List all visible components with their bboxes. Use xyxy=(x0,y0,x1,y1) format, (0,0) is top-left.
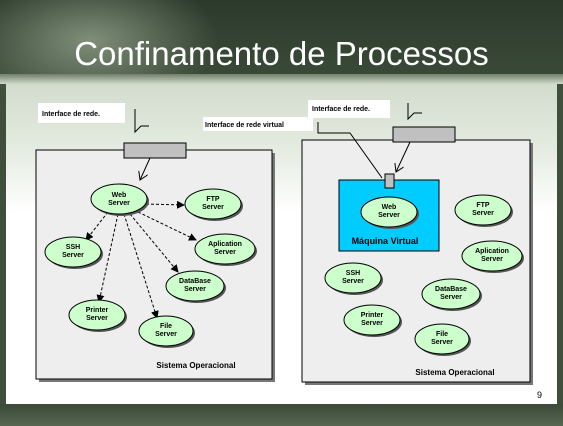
right-aplication-server-line2: Server xyxy=(481,256,503,263)
right-printer-server-line1: Printer xyxy=(361,312,384,319)
left-ssh-server-line2: Server xyxy=(62,252,84,259)
left-web-connections xyxy=(85,200,197,319)
left-aplication-server: Aplication Server xyxy=(194,233,257,266)
right-ssh-server: SSH Server xyxy=(324,262,383,295)
right-web-server: Web Server xyxy=(360,196,419,229)
arrow-web-to-ssh xyxy=(85,211,109,241)
left-os-label: Sistema Operacional xyxy=(156,361,235,370)
left-printer-server-line2: Server xyxy=(86,315,108,322)
arrow-web-to-database xyxy=(129,213,179,273)
left-file-server-line1: File xyxy=(160,323,172,330)
arrow-web-to-aplication xyxy=(137,211,197,241)
left-interface-to-web-arrow xyxy=(140,157,151,180)
slide-footer xyxy=(0,404,563,426)
left-ftp-server-line2: Server xyxy=(202,204,224,211)
left-aplication-server-line2: Server xyxy=(214,249,236,256)
right-ssh-server-line2: Server xyxy=(342,278,364,285)
left-ssh-server: SSH Server xyxy=(44,236,103,269)
right-file-server: File Server xyxy=(414,323,471,356)
left-interface-label-box xyxy=(38,103,125,123)
right-aplication-server-line1: Aplication xyxy=(475,248,509,255)
right-ftp-server-line1: FTP xyxy=(476,202,490,209)
arrow-web-to-file xyxy=(123,213,159,319)
right-interface-label-box xyxy=(308,100,390,118)
title-underline-bar xyxy=(0,74,563,84)
right-ssh-server-line1: SSH xyxy=(346,270,360,277)
right-printer-server-line2: Server xyxy=(361,320,383,327)
right-database-server-line1: DataBase xyxy=(435,286,467,293)
right-web-server-line1: Web xyxy=(382,204,397,211)
left-database-server: DataBase Server xyxy=(165,270,226,303)
right-virtual-interface-label-box xyxy=(203,117,313,131)
arrow-web-to-printer xyxy=(96,213,119,303)
left-network-interface xyxy=(123,142,187,159)
left-ssh-server-line1: SSH xyxy=(66,244,80,251)
right-file-server-line1: File xyxy=(436,331,448,338)
right-aplication-server: Aplication Server xyxy=(461,240,524,273)
left-aplication-server-line1: Aplication xyxy=(208,241,242,248)
left-database-server-line1: DataBase xyxy=(179,278,211,285)
slide-title: Confinamento de Processos xyxy=(74,35,489,72)
left-web-server-line1: Web xyxy=(112,192,127,199)
right-database-server: DataBase Server xyxy=(421,278,482,311)
right-interface-label: Interface de rede. xyxy=(312,106,370,113)
right-file-server-line2: Server xyxy=(431,339,453,346)
right-os-label: Sistema Operacional xyxy=(415,368,494,377)
right-printer-server: Printer Server xyxy=(343,304,402,337)
right-database-server-line2: Server xyxy=(440,294,462,301)
right-ftp-server-line2: Server xyxy=(472,210,494,217)
right-web-server-line2: Server xyxy=(378,212,400,219)
left-interface-callout xyxy=(134,109,149,134)
left-diagram: Interface de rede. Web Server xyxy=(35,103,275,382)
left-database-server-line2: Server xyxy=(184,286,206,293)
left-web-server: Web Server xyxy=(90,183,149,216)
right-diagram: Interface de rede. Interface de rede vir… xyxy=(203,100,533,385)
right-network-interface xyxy=(392,126,456,143)
arrow-web-to-ftp xyxy=(145,200,185,209)
page-number: 9 xyxy=(537,390,542,400)
virtual-machine-label: Máquina Virtual xyxy=(352,236,419,246)
right-virtual-interface-label: Interface de rede virtual xyxy=(205,122,284,129)
left-file-server-line2: Server xyxy=(155,331,177,338)
left-printer-server: Printer Server xyxy=(68,299,127,332)
right-interface-callout xyxy=(407,103,422,121)
right-interface-to-virtual-arrow xyxy=(396,141,411,172)
left-interface-label: Interface de rede. xyxy=(42,111,100,118)
left-printer-server-line1: Printer xyxy=(86,307,109,314)
right-ftp-server: FTP Server xyxy=(454,194,513,227)
left-ftp-server: FTP Server xyxy=(184,188,243,221)
left-file-server: File Server xyxy=(138,315,195,348)
left-web-server-line2: Server xyxy=(108,200,130,207)
virtual-network-interface xyxy=(384,173,395,189)
slide-header: Confinamento de Processos xyxy=(0,0,563,110)
left-ftp-server-line1: FTP xyxy=(206,196,220,203)
right-virtual-interface-callout xyxy=(317,122,383,179)
